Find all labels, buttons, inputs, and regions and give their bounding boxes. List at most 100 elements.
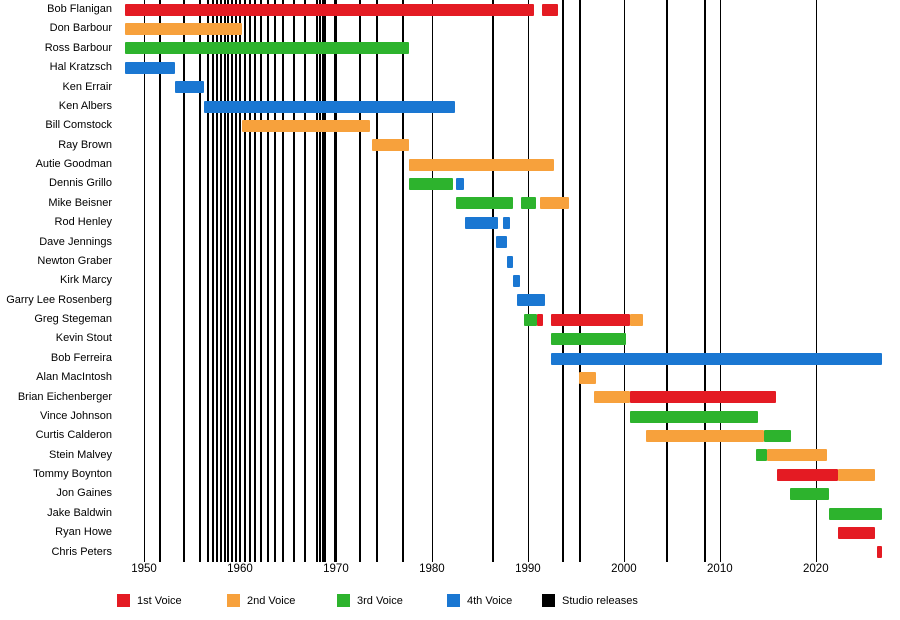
- member-label: Bob Flanigan: [47, 3, 112, 15]
- voice-bar: [124, 3, 534, 16]
- x-tick-label: 1960: [227, 563, 253, 575]
- x-tick-label: 1980: [419, 563, 445, 575]
- voice-bar: [789, 488, 830, 501]
- voice-bar: [877, 546, 883, 559]
- member-label: Newton Graber: [37, 254, 112, 267]
- gridline: [431, 0, 433, 562]
- member-label: Don Barbour: [49, 22, 112, 35]
- member-label: Vince Johnson: [40, 409, 112, 422]
- voice-bar: [506, 255, 514, 268]
- studio-release-line: [282, 0, 285, 562]
- x-tick-label: 2010: [707, 563, 733, 575]
- studio-release-line: [254, 0, 257, 562]
- member-label: Ken Errair: [62, 80, 112, 93]
- studio-release-line: [376, 0, 379, 562]
- studio-release-line: [183, 0, 186, 562]
- voice-bar: [524, 313, 538, 326]
- member-label: Mike Beisner: [48, 196, 112, 209]
- studio-release-line: [334, 0, 337, 562]
- studio-release-line: [227, 0, 230, 562]
- voice-bar: [550, 313, 630, 326]
- studio-release-line: [239, 0, 241, 562]
- voice-bar: [645, 430, 764, 443]
- legend: 1st Voice 2nd Voice 3rd Voice 4th Voice Stud…: [0, 594, 900, 614]
- legend-item: 3rd Voice: [337, 594, 403, 607]
- member-label: Alan MacIntosh: [36, 371, 112, 384]
- gridline: [143, 0, 145, 562]
- member-label: Bill Comstock: [45, 119, 112, 132]
- voice-bar: [766, 449, 828, 462]
- studio-release-line: [248, 0, 251, 562]
- voice-bar: [629, 313, 644, 326]
- legend-item: 1st Voice: [117, 594, 182, 607]
- member-label: Stein Malvey: [49, 448, 112, 461]
- studio-release-line: [321, 0, 324, 562]
- member-label: Jake Baldwin: [47, 506, 112, 519]
- studio-release-line: [219, 0, 222, 562]
- legend-item: Studio releases: [542, 594, 638, 607]
- voice-bar: [124, 23, 242, 36]
- gridline: [335, 0, 337, 562]
- member-label: Chris Peters: [51, 545, 112, 558]
- member-label: Rod Henley: [54, 216, 112, 229]
- member-label: Hal Kratzsch: [49, 61, 112, 74]
- legend-item: 4th Voice: [447, 594, 512, 607]
- studio-release-line: [273, 0, 276, 562]
- gridline: [719, 0, 721, 562]
- x-tick-label: 1990: [515, 563, 541, 575]
- member-label: Brian Eichenberger: [17, 390, 112, 403]
- voice-bar: [578, 371, 597, 384]
- voice-bar: [542, 3, 558, 16]
- voice-bar: [174, 81, 205, 94]
- legend-swatch-3rd-voice: [337, 594, 350, 607]
- legend-label: Studio releases: [562, 594, 638, 607]
- voice-bar: [241, 119, 370, 132]
- x-tick-label: 1970: [323, 563, 349, 575]
- voice-bar: [837, 468, 876, 481]
- x-tick-label: 1950: [131, 563, 157, 575]
- studio-release-line: [212, 0, 215, 562]
- member-label: Dave Jennings: [39, 235, 112, 248]
- voice-bar: [763, 430, 791, 443]
- voice-bar: [594, 391, 630, 404]
- voice-bar: [777, 468, 838, 481]
- studio-release-line: [266, 0, 269, 562]
- studio-release-line: [260, 0, 263, 562]
- member-label: Ryan Howe: [55, 526, 112, 539]
- legend-swatch-1st-voice: [117, 594, 130, 607]
- legend-label: 4th Voice: [467, 594, 513, 607]
- x-tick-label: 2020: [803, 563, 829, 575]
- studio-release-line: [159, 0, 162, 562]
- member-label: Kevin Stout: [55, 332, 112, 345]
- studio-release-line: [235, 0, 238, 562]
- legend-label: 2nd Voice: [247, 594, 296, 607]
- studio-release-line: [304, 0, 307, 562]
- x-tick-label: 2000: [611, 563, 637, 575]
- studio-release-line: [315, 0, 318, 562]
- voice-bar: [629, 410, 759, 423]
- legend-item: 2nd Voice: [227, 594, 295, 607]
- voice-bar: [464, 216, 499, 229]
- voice-bar: [829, 507, 883, 520]
- voice-bar: [512, 275, 521, 287]
- gridline: [527, 0, 529, 562]
- voice-bar: [537, 313, 544, 326]
- member-label: Jon Gaines: [56, 487, 112, 500]
- member-label: Kirk Marcy: [60, 274, 112, 287]
- studio-release-line: [207, 0, 210, 562]
- studio-release-line: [243, 0, 246, 562]
- studio-release-line: [666, 0, 669, 562]
- studio-release-line: [358, 0, 361, 562]
- studio-release-line: [324, 0, 327, 562]
- voice-bar: [502, 216, 510, 229]
- voice-bar: [204, 100, 455, 113]
- voice-bar: [837, 526, 876, 539]
- member-label: Dennis Grillo: [49, 177, 112, 190]
- studio-release-line: [704, 0, 707, 562]
- member-label: Greg Stegeman: [34, 313, 112, 326]
- voice-bar: [372, 139, 409, 152]
- x-axis: 1950 1960 1970 1980 1990 2000 2010 2020: [120, 563, 883, 579]
- voice-bar: [517, 294, 546, 307]
- legend-swatch-studio-releases: [542, 594, 555, 607]
